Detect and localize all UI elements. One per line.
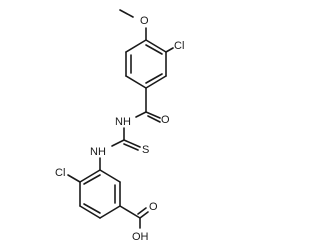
bond-ring-a-double-2	[145, 73, 163, 84]
atom-label-acid-oh: OH	[132, 231, 149, 243]
bond-cooh-o-double	[137, 207, 147, 215]
bond-thiocarbon-s	[123, 139, 141, 148]
atom-label-ring-b-cl: Cl	[55, 167, 65, 179]
atom-label-methoxy-o: O	[140, 15, 149, 27]
bond-ring-b-6	[99, 169, 121, 183]
atom-label-thio-nh: NH	[90, 146, 106, 158]
atom-label-thio-s: S	[142, 144, 149, 156]
bond-ring-b-cl	[67, 174, 81, 183]
bond-ring-cooh	[119, 205, 141, 219]
bond-methyl-o	[119, 9, 134, 18]
bond-ring-a-6	[125, 39, 147, 53]
bond-ring-a-double-1	[145, 44, 163, 55]
bond-carbonyl-o	[145, 111, 161, 119]
bond-ring-b-1	[79, 169, 101, 183]
bond-carbonyl-o-double	[147, 115, 161, 123]
bond-carbonyl-nh	[135, 111, 147, 118]
bond-cooh-o	[139, 211, 149, 219]
bond-ring-b-3	[79, 205, 101, 219]
bond-ring-a-4	[125, 75, 147, 89]
bond-thiocarbon-nh2	[111, 139, 125, 147]
atom-label-amide-nh: NH	[115, 116, 131, 128]
bond-ring-b-4	[99, 205, 121, 219]
bond-thiocarbon-s-double	[123, 143, 139, 151]
chemical-structure: O Cl O NH S NH Cl O OH	[55, 9, 184, 243]
bond-ring-a-1	[145, 39, 167, 53]
bond-ring-a-3	[145, 75, 167, 89]
atom-label-acid-o: O	[149, 201, 158, 213]
bond-ring-a-cl	[165, 47, 174, 53]
bond-ring-b-double-1	[83, 174, 101, 185]
atom-label-ring-a-cl: Cl	[174, 40, 184, 52]
bond-ring-b-double-2	[83, 203, 101, 214]
atom-label-amide-o: O	[161, 114, 170, 126]
